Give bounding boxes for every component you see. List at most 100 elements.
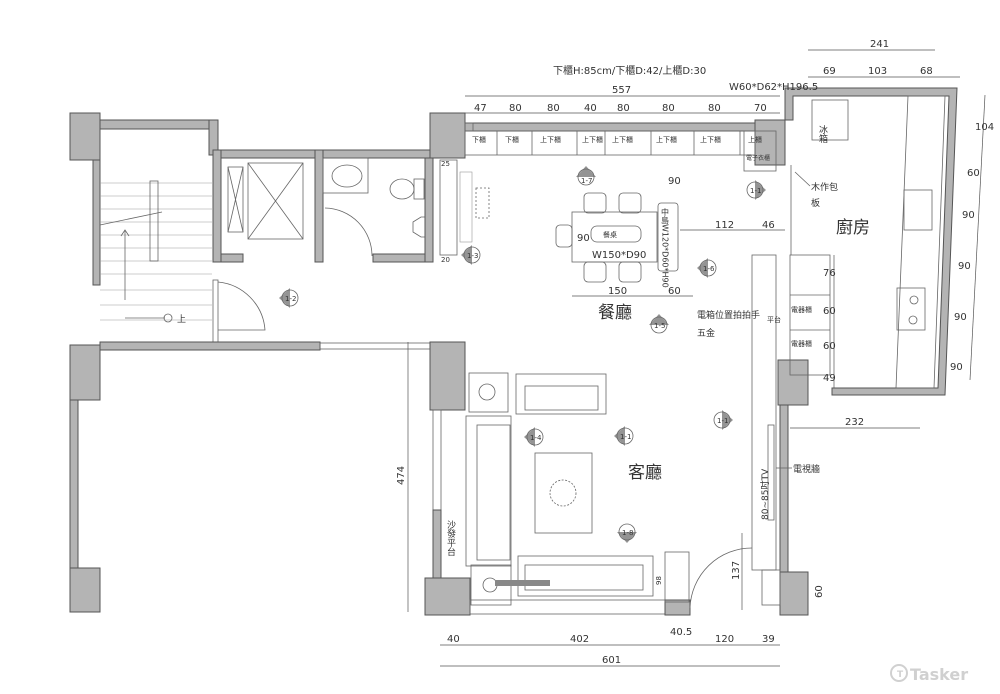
wood-panel-label-2: 板	[811, 197, 820, 209]
cabinet-label: 上下櫃	[700, 135, 721, 144]
svg-text:241: 241	[870, 39, 889, 50]
svg-text:60: 60	[967, 168, 980, 179]
walls	[69, 112, 809, 616]
cabinet-spec-note: 下櫃H:85cm/下櫃D:42/上櫃D:30	[553, 64, 706, 77]
service-core	[212, 149, 434, 263]
svg-text:90: 90	[962, 210, 975, 221]
svg-text:80: 80	[708, 103, 721, 114]
cabinet-label: 上下櫃	[582, 135, 603, 144]
section-markers: 1-7 1-3 1-1 1-6 1-2 1-5 1-4 1-1 1-1 1-8	[279, 166, 766, 543]
cabinet-label: 上下櫃	[612, 135, 633, 144]
sofa-platform-label: 沙發平台	[445, 520, 456, 557]
svg-text:80: 80	[662, 103, 675, 114]
hardware-note: 五金	[697, 327, 715, 339]
living-area: 客廳 沙發平台 80~85吋TV 電視牆	[445, 372, 820, 609]
dining-table-size: W150*D90	[592, 250, 646, 261]
svg-text:80: 80	[509, 103, 522, 114]
svg-text:90: 90	[958, 261, 971, 272]
svg-text:1-1: 1-1	[620, 433, 631, 441]
cabinet-label: 下櫃	[472, 135, 486, 144]
svg-text:1-3: 1-3	[467, 252, 478, 260]
svg-text:120: 120	[715, 634, 734, 645]
svg-text:90: 90	[577, 233, 590, 244]
dining-table-label: 餐桌	[603, 230, 617, 239]
island-size: 中島W120*D60*H90	[661, 207, 670, 288]
svg-text:40: 40	[584, 103, 597, 114]
svg-text:60: 60	[668, 286, 681, 297]
stairwell: 上	[69, 112, 266, 343]
svg-text:80: 80	[617, 103, 630, 114]
svg-text:68: 68	[920, 66, 933, 77]
dimensions: 下櫃H:85cm/下櫃D:42/上櫃D:30 W60*D62*H196.5 55…	[396, 39, 994, 667]
svg-text:1-2: 1-2	[285, 295, 296, 303]
svg-text:20: 20	[441, 256, 450, 264]
svg-text:70: 70	[754, 103, 767, 114]
svg-text:1-8: 1-8	[622, 529, 633, 537]
svg-text:232: 232	[845, 417, 864, 428]
svg-text:104: 104	[975, 122, 994, 133]
svg-text:40: 40	[447, 634, 460, 645]
svg-text:49: 49	[823, 373, 836, 384]
section-marker: 1-1	[614, 426, 634, 446]
room-label-dining: 餐廳	[598, 303, 632, 323]
svg-text:40.5: 40.5	[670, 627, 692, 638]
tasker-watermark-logo: T Tasker	[890, 664, 968, 684]
svg-text:60: 60	[814, 585, 825, 598]
svg-text:76: 76	[823, 268, 836, 279]
section-marker: 1-4	[524, 427, 544, 447]
svg-text:1-1: 1-1	[750, 187, 761, 195]
cabinet-label: 下櫃	[505, 135, 519, 144]
section-marker: 1-8	[617, 523, 637, 543]
fridge-spec-note: W60*D62*H196.5	[729, 82, 818, 93]
svg-text:112: 112	[715, 220, 734, 231]
cabinet-label: 上下櫃	[656, 135, 677, 144]
svg-text:60: 60	[823, 306, 836, 317]
svg-text:60: 60	[823, 341, 836, 352]
section-marker: 1-6	[697, 258, 717, 278]
svg-text:402: 402	[570, 634, 589, 645]
cabinet-label: 上櫃	[748, 135, 762, 144]
tv-size-label: 80~85吋TV	[760, 468, 771, 520]
svg-text:601: 601	[602, 655, 621, 666]
svg-text:1-1: 1-1	[717, 417, 728, 425]
svg-text:47: 47	[474, 103, 487, 114]
section-marker: 1-3	[461, 245, 481, 265]
section-marker: 1-2	[279, 288, 299, 308]
tv-wall-label: 電視牆	[793, 463, 820, 475]
section-marker: 1-1	[713, 410, 733, 430]
stair-up-label: 上	[177, 314, 186, 325]
room-label-kitchen: 廚房	[836, 217, 870, 238]
svg-text:25: 25	[441, 160, 450, 168]
svg-text:46: 46	[762, 220, 775, 231]
appliance-cabinet-label: 電器櫃	[791, 305, 812, 314]
svg-text:137: 137	[731, 561, 742, 580]
svg-text:90: 90	[954, 312, 967, 323]
svg-text:T: T	[897, 670, 904, 680]
svg-text:474: 474	[396, 466, 407, 485]
svg-text:98: 98	[655, 576, 663, 585]
svg-text:90: 90	[950, 362, 963, 373]
svg-text:1-7: 1-7	[581, 177, 592, 185]
svg-text:80: 80	[547, 103, 560, 114]
section-marker: 1-7	[576, 166, 596, 186]
svg-text:150: 150	[608, 286, 627, 297]
platform-label: 平台	[767, 315, 781, 324]
cabinet-label: 上下櫃	[540, 135, 561, 144]
fridge-label: 冰箱	[817, 124, 828, 144]
svg-text:1-5: 1-5	[654, 322, 665, 330]
svg-text:39: 39	[762, 634, 775, 645]
section-marker: 1-1	[746, 180, 766, 200]
room-label-living: 客廳	[628, 463, 662, 483]
dining-area: 餐桌 W150*D90 中島W120*D60*H90 餐廳 電箱位置拍拍手 五金	[439, 159, 760, 339]
cabinet-extra-label: 電子衣櫃	[746, 154, 770, 162]
svg-text:90: 90	[668, 176, 681, 187]
appliance-cabinet-label: 電器櫃	[791, 339, 812, 348]
section-marker: 1-5	[649, 314, 669, 334]
wood-panel-label: 木作包	[811, 181, 838, 193]
svg-text:103: 103	[868, 66, 887, 77]
svg-text:Tasker: Tasker	[910, 665, 968, 684]
cabinet-row: 下櫃 下櫃 上下櫃 上下櫃 上下櫃 上下櫃 上下櫃 上櫃 電子衣櫃	[464, 130, 777, 172]
svg-text:1-6: 1-6	[703, 265, 715, 273]
